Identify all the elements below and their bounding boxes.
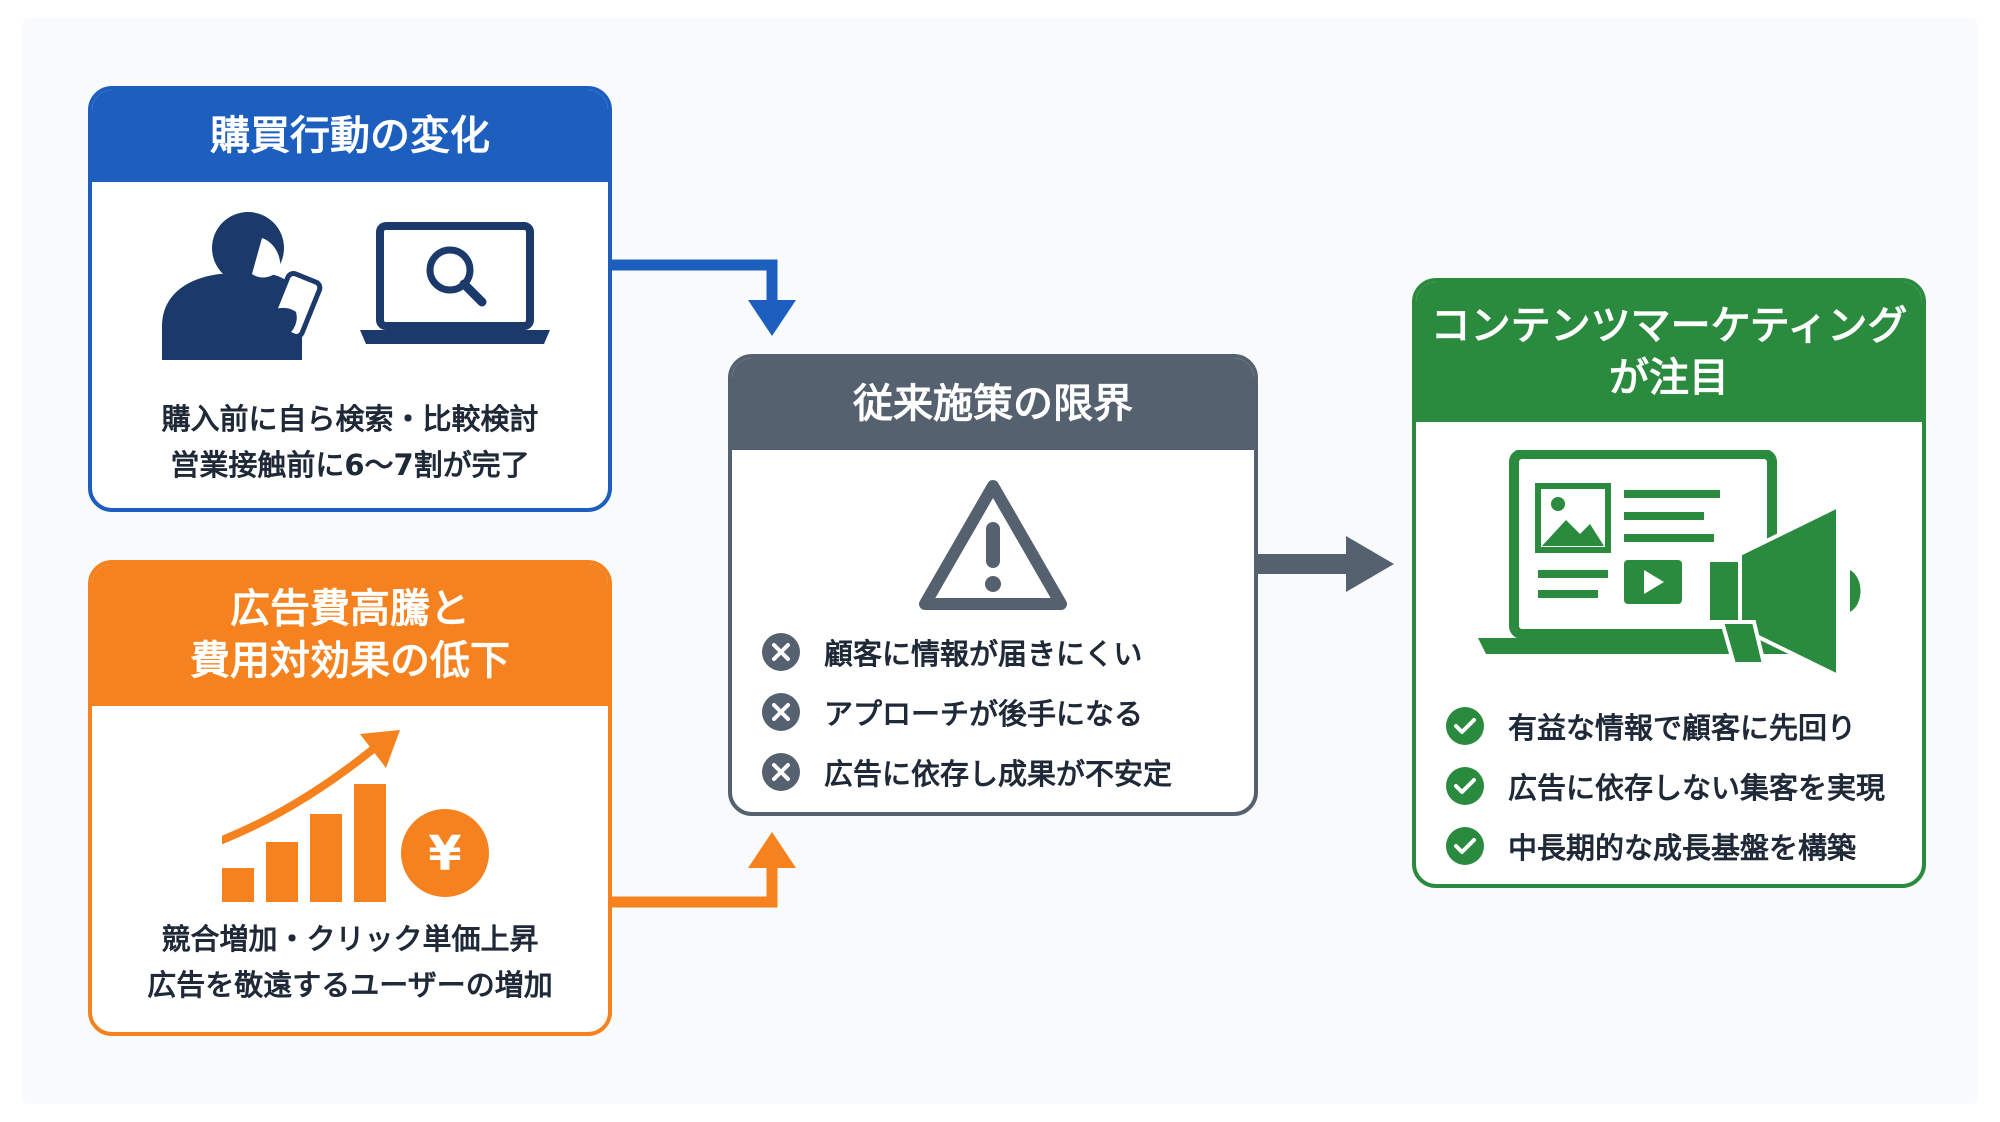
limits-item: アプローチが後手になる bbox=[762, 682, 1242, 742]
ad-cost-title-line-1: 広告費高騰と bbox=[230, 586, 470, 632]
buying-behavior-line-2: 営業接触前に6〜7割が完了 bbox=[170, 448, 530, 482]
benefit-item: 広告に依存しない集客を実現 bbox=[1446, 756, 1922, 816]
benefit-item: 中長期的な成長基盤を構築 bbox=[1446, 816, 1922, 876]
content-marketing-title-line-2: が注目 bbox=[1609, 355, 1729, 401]
x-circle-icon bbox=[762, 753, 800, 791]
limits-item-label: 広告に依存し成果が不安定 bbox=[824, 757, 1173, 791]
conventional-limits-list: 顧客に情報が届きにくい アプローチが後手になる 広告に依存し成果が不安定 bbox=[762, 622, 1242, 802]
ad-cost-line-1: 競合増加・クリック単価上昇 bbox=[161, 922, 539, 956]
benefit-item-label: 有益な情報で顧客に先回り bbox=[1508, 711, 1857, 745]
limits-item: 広告に依存し成果が不安定 bbox=[762, 742, 1242, 802]
check-circle-icon bbox=[1446, 767, 1484, 805]
x-circle-icon bbox=[762, 693, 800, 731]
content-marketing-title-line-1: コンテンツマーケティング bbox=[1430, 303, 1908, 349]
content-marketing-list: 有益な情報で顧客に先回り 広告に依存しない集客を実現 中長期的な成長基盤を構築 bbox=[1446, 696, 1922, 876]
rising-bar-chart-icon bbox=[218, 728, 402, 912]
ad-cost-description: 競合増加・クリック単価上昇 広告を敬遠するユーザーの増加 bbox=[92, 916, 608, 1008]
ad-cost-header: 広告費高騰と 費用対効果の低下 bbox=[92, 564, 608, 706]
laptop-search-icon bbox=[360, 222, 550, 352]
svg-text:¥: ¥ bbox=[428, 826, 461, 882]
yen-coin-icon: ¥ bbox=[398, 806, 492, 904]
content-marketing-header: コンテンツマーケティング が注目 bbox=[1416, 282, 1922, 422]
ad-cost-title-line-2: 費用対効果の低下 bbox=[190, 638, 510, 684]
conventional-limits-box: 従来施策の限界 顧客に情報が届きにくい アプローチが後手になる 広告に依存し成果… bbox=[728, 354, 1258, 816]
ad-cost-line-2: 広告を敬遠するユーザーの増加 bbox=[147, 968, 553, 1002]
buying-behavior-header: 購買行動の変化 bbox=[92, 90, 608, 182]
benefit-item: 有益な情報で顧客に先回り bbox=[1446, 696, 1922, 756]
conventional-limits-title: 従来施策の限界 bbox=[853, 381, 1133, 427]
limits-item-label: 顧客に情報が届きにくい bbox=[824, 637, 1143, 671]
buying-behavior-description: 購入前に自ら検索・比較検討 営業接触前に6〜7割が完了 bbox=[92, 396, 608, 488]
benefit-item-label: 中長期的な成長基盤を構築 bbox=[1508, 831, 1857, 865]
limits-item-label: アプローチが後手になる bbox=[824, 697, 1144, 731]
buying-behavior-title: 購買行動の変化 bbox=[210, 113, 490, 159]
buying-behavior-box: 購買行動の変化 購入前に自ら検索・比較検討 営業接触前に6〜7割が完了 bbox=[88, 86, 612, 512]
laptop-megaphone-icon bbox=[1478, 449, 1874, 680]
warning-icon bbox=[917, 476, 1069, 616]
content-marketing-box: コンテンツマーケティング が注目 有益な情報で顧客に先回 bbox=[1412, 278, 1926, 888]
buying-behavior-line-1: 購入前に自ら検索・比較検討 bbox=[161, 402, 539, 436]
person-with-smartphone-icon bbox=[162, 208, 332, 364]
conventional-limits-header: 従来施策の限界 bbox=[732, 358, 1254, 450]
ad-cost-box: 広告費高騰と 費用対効果の低下 ¥ 競合増加・クリック単価上昇 広告を敬遠するユ… bbox=[88, 560, 612, 1036]
check-circle-icon bbox=[1446, 827, 1484, 865]
check-circle-icon bbox=[1446, 707, 1484, 745]
x-circle-icon bbox=[762, 633, 800, 671]
limits-item: 顧客に情報が届きにくい bbox=[762, 622, 1242, 682]
benefit-item-label: 広告に依存しない集客を実現 bbox=[1508, 771, 1886, 805]
